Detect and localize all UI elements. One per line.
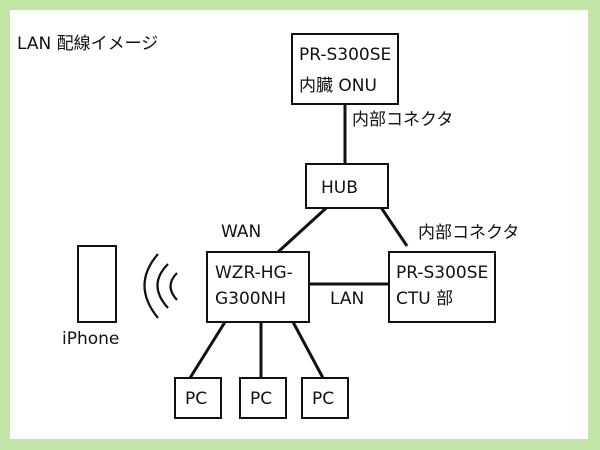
label-lan: LAN bbox=[330, 289, 364, 309]
iphone-label: iPhone bbox=[62, 329, 119, 349]
router-line1: WZR-HG- bbox=[215, 263, 293, 283]
ctu-line2: CTU 部 bbox=[396, 289, 453, 309]
onu-line1: PR-S300SE bbox=[299, 45, 391, 65]
label-onu-hub: 内部コネクタ bbox=[352, 110, 453, 130]
node-onu: PR-S300SE 内臓 ONU bbox=[291, 33, 399, 105]
edge-router-pc1 bbox=[188, 321, 227, 379]
pc3-label: PC bbox=[312, 389, 334, 409]
diagram-canvas: LAN 配線イメージ 内部コネクタ WAN 内部コネクタ LAN PR-S300… bbox=[10, 10, 588, 439]
node-pc-1: PC bbox=[174, 377, 222, 419]
pc2-label: PC bbox=[250, 389, 272, 409]
network-diagram: LAN 配線イメージ 内部コネクタ WAN 内部コネクタ LAN PR-S300… bbox=[17, 33, 519, 419]
router-line2: G300NH bbox=[215, 289, 286, 309]
label-hub-ctu: 内部コネクタ bbox=[418, 223, 519, 243]
node-ctu: PR-S300SE CTU 部 bbox=[388, 251, 496, 323]
hub-label: HUB bbox=[321, 178, 358, 198]
node-pc-3: PC bbox=[301, 377, 349, 419]
label-wan: WAN bbox=[221, 222, 261, 242]
iphone-icon bbox=[77, 245, 117, 323]
onu-line2: 内臓 ONU bbox=[299, 76, 377, 96]
pc1-label: PC bbox=[185, 389, 207, 409]
node-pc-2: PC bbox=[239, 377, 287, 419]
edge-router-pc3 bbox=[291, 321, 325, 379]
node-router: WZR-HG- G300NH bbox=[206, 251, 310, 323]
wifi-waves-icon bbox=[143, 253, 178, 319]
diagram-title: LAN 配線イメージ bbox=[17, 34, 158, 54]
node-iphone: iPhone bbox=[62, 245, 119, 349]
ctu-line1: PR-S300SE bbox=[396, 263, 488, 283]
node-hub: HUB bbox=[305, 163, 389, 209]
